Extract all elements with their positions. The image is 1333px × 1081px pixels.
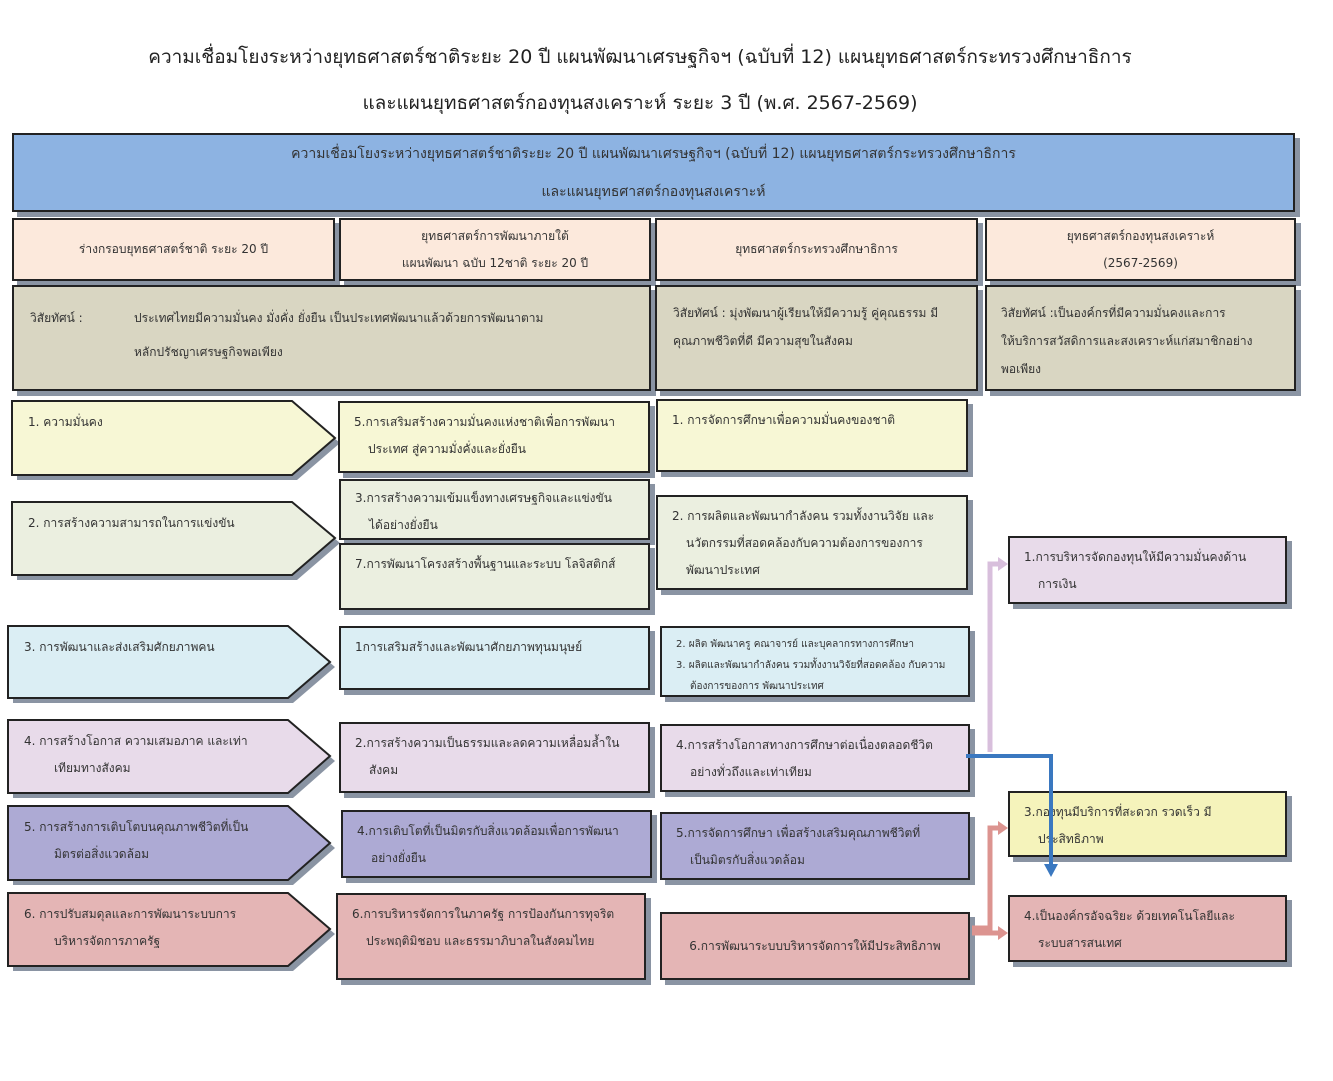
label-line: ต้องการของการ พัฒนาประเทศ	[690, 681, 824, 692]
national-strategy-3: 3. การพัฒนาและส่งเสริมศักยภาพคน	[7, 625, 335, 703]
arrow-to-fund-4	[972, 926, 1008, 940]
label-line: ประสิทธิภาพ	[1038, 832, 1104, 846]
label-line: 6. การปรับสมดุลและการพัฒนาระบบการ	[24, 907, 237, 921]
label-line: 2.การสร้างความเป็นธรรมและลดความเหลื่อมล้…	[355, 736, 620, 750]
national-strategy-label: 5. การสร้างการเติบโตบนคุณภาพชีวิตที่เป็น…	[24, 814, 290, 868]
vision-national: วิสัยทัศน์ : ประเทศไทยมีความมั่นคง มั่งคั…	[12, 285, 651, 391]
column-label: ร่างกรอบยุทธศาสตร์ชาติ ระยะ 20 ปี	[78, 242, 269, 256]
label-line: อย่างยั่งยืน	[371, 851, 426, 865]
plan12-strategy-7: 7.การพัฒนาโครงสร้างพื้นฐานและระบบ โลจิสต…	[339, 543, 650, 610]
header-line1: ความเชื่อมโยงระหว่างยุทธศาสตร์ชาติระยะ 2…	[291, 145, 1016, 162]
label-line: 5.การจัดการศึกษา เพื่อสร้างเสริมคุณภาพชี…	[676, 826, 921, 840]
diagram-title-line1: ความเชื่อมโยงระหว่างยุทธศาสตร์ชาติระยะ 2…	[148, 46, 1132, 68]
arrow-to-fund-1	[987, 557, 1008, 752]
label-line: 1. การจัดการศึกษาเพื่อความมั่นคงของชาติ	[672, 413, 896, 427]
vision-text: วิสัยทัศน์ : มุ่งพัฒนาผู้เรียนให้มีความร…	[673, 306, 939, 320]
ministry-strategy-5: 5.การจัดการศึกษา เพื่อสร้างเสริมคุณภาพชี…	[660, 812, 970, 880]
vision-text: วิสัยทัศน์ :เป็นองค์กรที่มีความมั่นคงและ…	[1001, 306, 1226, 320]
plan12-strategy-4: 4.การเติบโตที่เป็นมิตรกับสิ่งแวดล้อมเพื่…	[341, 810, 652, 878]
ministry-strategy-2: 2. การผลิตและพัฒนากำลังคน รวมทั้งงานวิจั…	[656, 495, 968, 590]
label-line: มิตรต่อสิ่งแวดล้อม	[54, 847, 150, 861]
label-line: 7.การพัฒนาโครงสร้างพื้นฐานและระบบ โลจิสต…	[355, 557, 616, 571]
label-line: นวัตกรรมที่สอดคล้องกับความต้องการของการ	[686, 536, 923, 550]
diagram-title-line2: และแผนยุทธศาสตร์กองทุนสงเคราะห์ ระยะ 3 ป…	[362, 92, 918, 114]
column-label: ยุทธศาสตร์การพัฒนาภายใต้	[421, 228, 569, 243]
label-line: บริหารจัดการภาครัฐ	[54, 934, 161, 948]
vision-text: พอเพียง	[1001, 362, 1042, 376]
national-strategy-2: 2. การสร้างความสามารถในการแข่งขัน	[11, 501, 340, 580]
national-strategy-label: 2. การสร้างความสามารถในการแข่งขัน	[28, 516, 235, 530]
column-label: ยุทธศาสตร์กระทรวงศึกษาธิการ	[735, 242, 898, 256]
ministry-strategy-2-3: 2. ผลิต พัฒนาครู คณาจารย์ และบุคลากรทางก…	[660, 626, 970, 697]
label-line: การเงิน	[1038, 577, 1077, 591]
label-line: อย่างทั่วถึงและเท่าเทียม	[690, 765, 812, 779]
column-label: (2567-2569)	[1103, 255, 1178, 270]
vision-label: วิสัยทัศน์ :	[30, 311, 83, 325]
header-box: ความเชื่อมโยงระหว่างยุทธศาสตร์ชาติระยะ 2…	[12, 133, 1295, 212]
fund-strategy-3: 3.กองทุนมีบริการที่สะดวก รวดเร็ว มีประสิ…	[1008, 791, 1287, 857]
plan12-strategy-1: 1การเสริมสร้างและพัฒนาศักยภาพทุนมนุษย์	[339, 626, 650, 690]
label-line: 3. ผลิตและพัฒนากำลังคน รวมทั้งงานวิจัยที…	[676, 660, 946, 671]
label-line: 4.การสร้างโอกาสทางการศึกษาต่อเนื่องตลอดช…	[676, 738, 933, 752]
vision-text: คุณภาพชีวิตที่ดี มีความสุขในสังคม	[673, 334, 853, 348]
label-line: 2. ผลิต พัฒนาครู คณาจารย์ และบุคลากรทางก…	[676, 639, 915, 650]
vision-text: ให้บริการสวัสดิการและสงเคราะห์แก่สมาชิกอ…	[1001, 334, 1253, 348]
ministry-strategy-1: 1. การจัดการศึกษาเพื่อความมั่นคงของชาติ	[656, 399, 968, 472]
arrow-to-fund-3	[972, 821, 1008, 931]
label-line: 5. การสร้างการเติบโตบนคุณภาพชีวิตที่เป็น	[24, 820, 249, 834]
national-strategy-label: 3. การพัฒนาและส่งเสริมศักยภาพคน	[24, 640, 215, 654]
column-header-national: ร่างกรอบยุทธศาสตร์ชาติ ระยะ 20 ปี	[12, 218, 335, 281]
national-strategy-4: 4. การสร้างโอกาส ความเสมอภาค และเท่าเทีย…	[7, 719, 335, 798]
label-line: ได้อย่างยั่งยืน	[369, 518, 438, 532]
label-line: 3.กองทุนมีบริการที่สะดวก รวดเร็ว มี	[1024, 805, 1212, 819]
fund-strategy-1: 1.การบริหารจัดกองทุนให้มีความมั่นคงด้านก…	[1008, 536, 1287, 604]
plan12-strategy-6: 6.การบริหารจัดการในภาครัฐ การป้องกันการท…	[336, 893, 646, 980]
label-line: 2. การผลิตและพัฒนากำลังคน รวมทั้งงานวิจั…	[672, 509, 935, 523]
label-line: สังคม	[369, 763, 399, 777]
label-line: 6.การบริหารจัดการในภาครัฐ การป้องกันการท…	[352, 907, 615, 921]
column-header-plan12: ยุทธศาสตร์การพัฒนาภายใต้แผนพัฒนา ฉบับ 12…	[339, 218, 651, 281]
column-label: แผนพัฒนา ฉบับ 12ชาติ ระยะ 20 ปี	[401, 255, 589, 270]
label-line: 4.การเติบโตที่เป็นมิตรกับสิ่งแวดล้อมเพื่…	[357, 824, 619, 838]
label-line: เทียมทางสังคม	[54, 761, 131, 775]
label-line: 4. การสร้างโอกาส ความเสมอภาค และเท่า	[24, 734, 248, 748]
label-line: ประพฤติมิชอบ และธรรมาภิบาลในสังคมไทย	[366, 934, 595, 948]
national-strategy-label: 4. การสร้างโอกาส ความเสมอภาค และเท่าเทีย…	[24, 728, 290, 782]
national-strategy-1: 1. ความมั่นคง	[11, 400, 340, 480]
vision-text: ประเทศไทยมีความมั่นคง มั่งคั่ง ยั่งยืน เ…	[134, 311, 544, 325]
label-line: 1.การบริหารจัดกองทุนให้มีความมั่นคงด้าน	[1024, 550, 1247, 564]
vision-text: หลักปรัชญาเศรษฐกิจพอเพียง	[134, 345, 283, 359]
national-strategy-label: 6. การปรับสมดุลและการพัฒนาระบบการบริหารจ…	[24, 901, 290, 955]
label-line: 5.การเสริมสร้างความมั่นคงแห่งชาติเพื่อกา…	[354, 415, 615, 429]
arrow-blue	[966, 754, 1058, 877]
vision-ministry: วิสัยทัศน์ : มุ่งพัฒนาผู้เรียนให้มีความร…	[655, 285, 978, 391]
national-strategy-5: 5. การสร้างการเติบโตบนคุณภาพชีวิตที่เป็น…	[7, 805, 335, 885]
label-line: เป็นมิตรกับสิ่งแวดล้อม	[690, 853, 805, 867]
label-line: 6.การพัฒนาระบบบริหารจัดการให้มีประสิทธิภ…	[689, 938, 941, 953]
plan12-strategy-5: 5.การเสริมสร้างความมั่นคงแห่งชาติเพื่อกา…	[338, 401, 650, 473]
plan12-strategy-3: 3.การสร้างความเข้มแข็งทางเศรษฐกิจและแข่ง…	[339, 479, 650, 540]
plan12-strategy-2: 2.การสร้างความเป็นธรรมและลดความเหลื่อมล้…	[339, 722, 650, 793]
label-line: 1การเสริมสร้างและพัฒนาศักยภาพทุนมนุษย์	[355, 640, 583, 654]
ministry-strategy-4: 4.การสร้างโอกาสทางการศึกษาต่อเนื่องตลอดช…	[660, 724, 970, 792]
column-header-fund: ยุทธศาสตร์กองทุนสงเคราะห์ (2567-2569)	[985, 218, 1296, 281]
ministry-strategy-6: 6.การพัฒนาระบบบริหารจัดการให้มีประสิทธิภ…	[660, 912, 970, 980]
header-line2: และแผนยุทธศาสตร์กองทุนสงเคราะห์	[541, 183, 766, 200]
national-strategy-6: 6. การปรับสมดุลและการพัฒนาระบบการบริหารจ…	[7, 892, 335, 971]
label-line: ระบบสารสนเทศ	[1038, 936, 1122, 950]
national-strategy-label: 1. ความมั่นคง	[28, 415, 103, 429]
column-header-ministry: ยุทธศาสตร์กระทรวงศึกษาธิการ	[655, 218, 978, 281]
fund-strategy-4: 4.เป็นองค์กรอัจฉริยะ ด้วยเทคโนโลยีและระบ…	[1008, 895, 1287, 962]
column-label: ยุทธศาสตร์กองทุนสงเคราะห์	[1066, 228, 1215, 243]
label-line: 4.เป็นองค์กรอัจฉริยะ ด้วยเทคโนโลยีและ	[1024, 909, 1235, 923]
label-line: พัฒนาประเทศ	[686, 563, 760, 577]
label-line: ประเทศ สู่ความมั่งคั่งและยั่งยืน	[368, 442, 527, 456]
label-line: 3.การสร้างความเข้มแข็งทางเศรษฐกิจและแข่ง…	[355, 491, 612, 505]
vision-fund: วิสัยทัศน์ :เป็นองค์กรที่มีความมั่นคงและ…	[985, 285, 1296, 391]
